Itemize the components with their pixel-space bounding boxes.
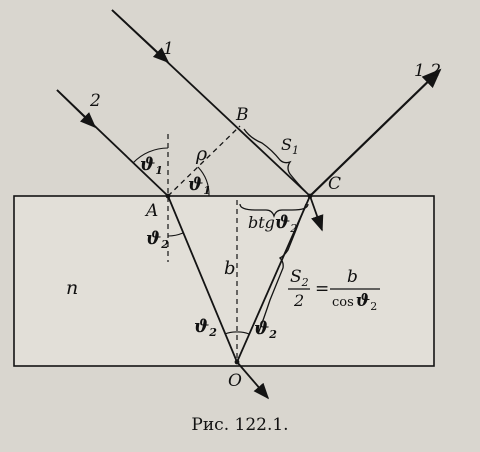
label-n: n — [66, 277, 78, 299]
angle-theta1-arc-above-A — [132, 147, 169, 164]
transmitted-ray-O — [236, 361, 270, 400]
label-theta2-left-O-subscript: 2 — [208, 326, 217, 339]
formula-cos-subscript: 2 — [370, 300, 377, 313]
formula-s2-subscript: 2 — [301, 276, 309, 289]
label-theta1-at-A: ϑ1 — [188, 174, 211, 197]
glass-plate — [13, 195, 435, 367]
formula-s2-denominator: 2 — [293, 291, 304, 310]
label-b: b — [224, 258, 236, 279]
formula-b-numerator: b — [347, 267, 358, 287]
label-s1-subscript: 1 — [292, 144, 299, 157]
angle-theta2-arc-left-O — [224, 331, 238, 335]
point-O — [234, 359, 240, 365]
angle-theta1-arc-at-A — [197, 166, 210, 197]
figure-caption: Рис. 122.1. — [191, 415, 288, 435]
formula-s2-numerator: S2 — [290, 267, 309, 289]
label-point-O: O — [228, 371, 242, 391]
wavefront-AB — [167, 125, 241, 197]
label-theta2-right-O-subscript: 2 — [268, 328, 277, 341]
label-point-C: C — [328, 174, 341, 194]
reflected-ray-C — [309, 195, 324, 232]
label-s1: S1 — [281, 135, 299, 157]
label-theta2-left-O: ϑ2 — [194, 316, 217, 339]
label-theta2-below-A-subscript: 2 — [160, 238, 169, 251]
label-btg-subscript: 2 — [289, 222, 297, 235]
brace-s1 — [243, 128, 307, 193]
label-point-A: A — [144, 201, 158, 221]
label-rho: ρ — [195, 143, 208, 165]
ray-1-arrow — [111, 9, 170, 64]
label-point-B: B — [235, 105, 249, 125]
ray-2-arrow — [56, 89, 97, 129]
label-ray-1: 1 — [163, 39, 174, 59]
point-C — [307, 193, 313, 199]
formula-equals: = — [315, 279, 329, 299]
angle-theta2-arc-below-A — [167, 232, 184, 237]
label-out-1-2: 1 2 — [414, 61, 441, 81]
label-theta2-below-A: ϑ2 — [146, 228, 169, 251]
label-theta1-at-A-subscript: 1 — [203, 184, 211, 197]
label-theta1-upper-subscript: 1 — [155, 164, 163, 177]
emergent-ray-1-2 — [309, 68, 442, 197]
angle-theta2-arc-right-O — [236, 331, 250, 335]
label-btg-theta2: btgϑ2 — [248, 212, 297, 235]
label-ray-2: 2 — [89, 91, 101, 111]
brace-s2 — [257, 203, 307, 335]
point-A — [165, 193, 171, 199]
brace-btg — [239, 203, 309, 219]
label-theta1-upper: ϑ1 — [140, 154, 163, 177]
label-theta2-right-O: ϑ2 — [254, 318, 277, 341]
